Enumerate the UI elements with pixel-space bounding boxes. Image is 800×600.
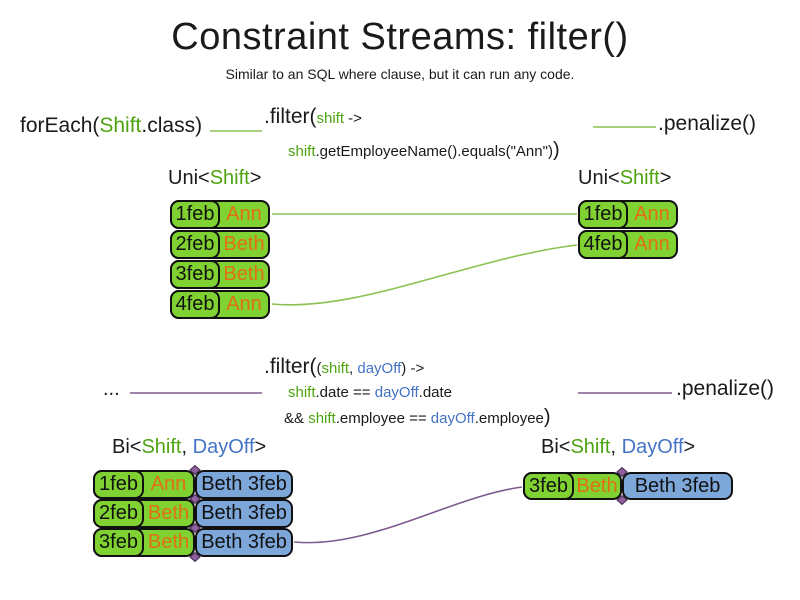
shift-date-cell: 3feb bbox=[170, 260, 220, 289]
shift-card: 3feb Beth bbox=[523, 472, 622, 500]
code-penalize-bottom: .penalize() bbox=[676, 377, 775, 400]
label-text: , bbox=[181, 436, 193, 458]
label-text: > bbox=[683, 436, 696, 458]
shift-employee-cell: Ann bbox=[634, 203, 670, 225]
code-dayoff-token: dayOff bbox=[374, 384, 419, 401]
code-text: .class) bbox=[141, 114, 203, 137]
code-foreach: forEach(Shift.class) bbox=[20, 114, 202, 138]
code-text: forEach( bbox=[20, 114, 100, 137]
uni-shift-label-right: Uni<Shift> bbox=[578, 167, 671, 190]
bi-label-right: Bi<Shift, DayOff> bbox=[541, 436, 695, 459]
shift-date-cell: 4feb bbox=[170, 290, 220, 319]
label-text: > bbox=[249, 167, 262, 189]
code-text: -> bbox=[344, 110, 362, 127]
shift-employee-cell: Beth bbox=[147, 531, 190, 553]
code-text: .employee == bbox=[335, 410, 431, 427]
label-text: Uni< bbox=[578, 167, 620, 189]
shift-employee-cell: Beth bbox=[576, 474, 618, 497]
code-text: .getEmployeeName().equals("Ann") bbox=[315, 143, 553, 160]
shift-date-cell: 1feb bbox=[170, 200, 220, 229]
bi-label-left: Bi<Shift, DayOff> bbox=[112, 436, 266, 459]
shift-card: 1feb Ann bbox=[170, 200, 270, 229]
code-text: ) bbox=[401, 360, 407, 377]
shift-employee-cell: Ann bbox=[634, 233, 670, 255]
code-text: .filter( bbox=[264, 355, 317, 378]
code-text: && bbox=[284, 410, 309, 427]
label-text: Bi< bbox=[112, 436, 142, 458]
code-text: ) bbox=[552, 139, 560, 161]
code-filter-top-line1: .filter(shift -> bbox=[264, 105, 362, 129]
label-text: > bbox=[254, 436, 267, 458]
shift-card: 3feb Beth bbox=[93, 528, 195, 557]
shift-date-cell: 4feb bbox=[578, 230, 628, 259]
label-shift-token: Shift bbox=[570, 436, 611, 458]
code-shift-token: shift bbox=[308, 410, 336, 427]
code-penalize-top: .penalize() bbox=[658, 112, 757, 135]
code-text: ( bbox=[316, 360, 322, 377]
shift-card: 2feb Beth bbox=[170, 230, 270, 259]
shift-card: 3feb Beth bbox=[170, 260, 270, 289]
code-text: .date bbox=[418, 384, 453, 401]
shift-card: 4feb Ann bbox=[578, 230, 678, 259]
shift-employee-cell: Ann bbox=[226, 203, 262, 225]
code-text: , bbox=[349, 360, 358, 377]
label-shift-token: Shift bbox=[619, 167, 660, 189]
shift-date-cell: 2feb bbox=[93, 499, 144, 528]
match-line-4feb bbox=[271, 244, 578, 306]
shift-card: 1feb Ann bbox=[93, 470, 195, 499]
code-source-ellipsis: ... bbox=[103, 378, 120, 400]
code-text: .filter( bbox=[264, 105, 317, 128]
code-filter-bottom-line1: .filter((shift, dayOff) -> bbox=[264, 355, 424, 379]
label-text: Uni< bbox=[168, 167, 210, 189]
page-subtitle: Similar to an SQL where clause, but it c… bbox=[225, 66, 575, 82]
code-dayoff-token: dayOff bbox=[357, 360, 402, 377]
shift-date-cell: 2feb bbox=[170, 230, 220, 259]
dayoff-card: Beth 3feb bbox=[195, 499, 293, 528]
code-shift-token: shift bbox=[288, 143, 316, 160]
label-shift-token: Shift bbox=[141, 436, 182, 458]
code-filter-bottom-line2: shift.date == dayOff.date bbox=[288, 384, 452, 401]
code-text: .employee bbox=[474, 410, 544, 427]
shift-date-cell: 1feb bbox=[578, 200, 628, 229]
code-text: ) bbox=[543, 406, 551, 428]
code-shift-token: shift bbox=[288, 384, 316, 401]
shift-date-cell: 3feb bbox=[523, 472, 574, 500]
shift-employee-cell: Beth bbox=[223, 263, 265, 285]
label-dayoff-token: DayOff bbox=[192, 436, 255, 458]
shift-employee-cell: Beth bbox=[223, 233, 265, 255]
shift-card: 4feb Ann bbox=[170, 290, 270, 319]
shift-card: 2feb Beth bbox=[93, 499, 195, 528]
label-shift-token: Shift bbox=[209, 167, 250, 189]
match-line-3feb bbox=[293, 486, 523, 544]
dayoff-card: Beth 3feb bbox=[622, 472, 733, 500]
label-text: > bbox=[659, 167, 672, 189]
code-text: .date == bbox=[315, 384, 375, 401]
code-shift-token: shift bbox=[316, 110, 345, 127]
label-text: Bi< bbox=[541, 436, 571, 458]
dayoff-card: Beth 3feb bbox=[195, 470, 293, 499]
code-text: -> bbox=[406, 360, 425, 377]
page-title: Constraint Streams: filter() bbox=[171, 16, 629, 58]
code-shift-token: shift bbox=[321, 360, 350, 377]
code-shift-token: Shift bbox=[99, 114, 142, 137]
label-text: , bbox=[610, 436, 622, 458]
code-dayoff-token: dayOff bbox=[430, 410, 475, 427]
shift-employee-cell: Beth bbox=[147, 502, 190, 524]
uni-shift-label-left: Uni<Shift> bbox=[168, 167, 261, 190]
shift-card: 1feb Ann bbox=[578, 200, 678, 229]
code-filter-top-line2: shift.getEmployeeName().equals("Ann")) bbox=[288, 139, 560, 162]
shift-date-cell: 1feb bbox=[93, 470, 144, 499]
shift-employee-cell: Ann bbox=[150, 473, 187, 495]
shift-date-cell: 3feb bbox=[93, 528, 144, 557]
shift-employee-cell: Ann bbox=[226, 293, 262, 315]
code-filter-bottom-line3: && shift.employee == dayOff.employee) bbox=[284, 406, 551, 429]
label-dayoff-token: DayOff bbox=[621, 436, 684, 458]
dayoff-card: Beth 3feb bbox=[195, 528, 293, 557]
